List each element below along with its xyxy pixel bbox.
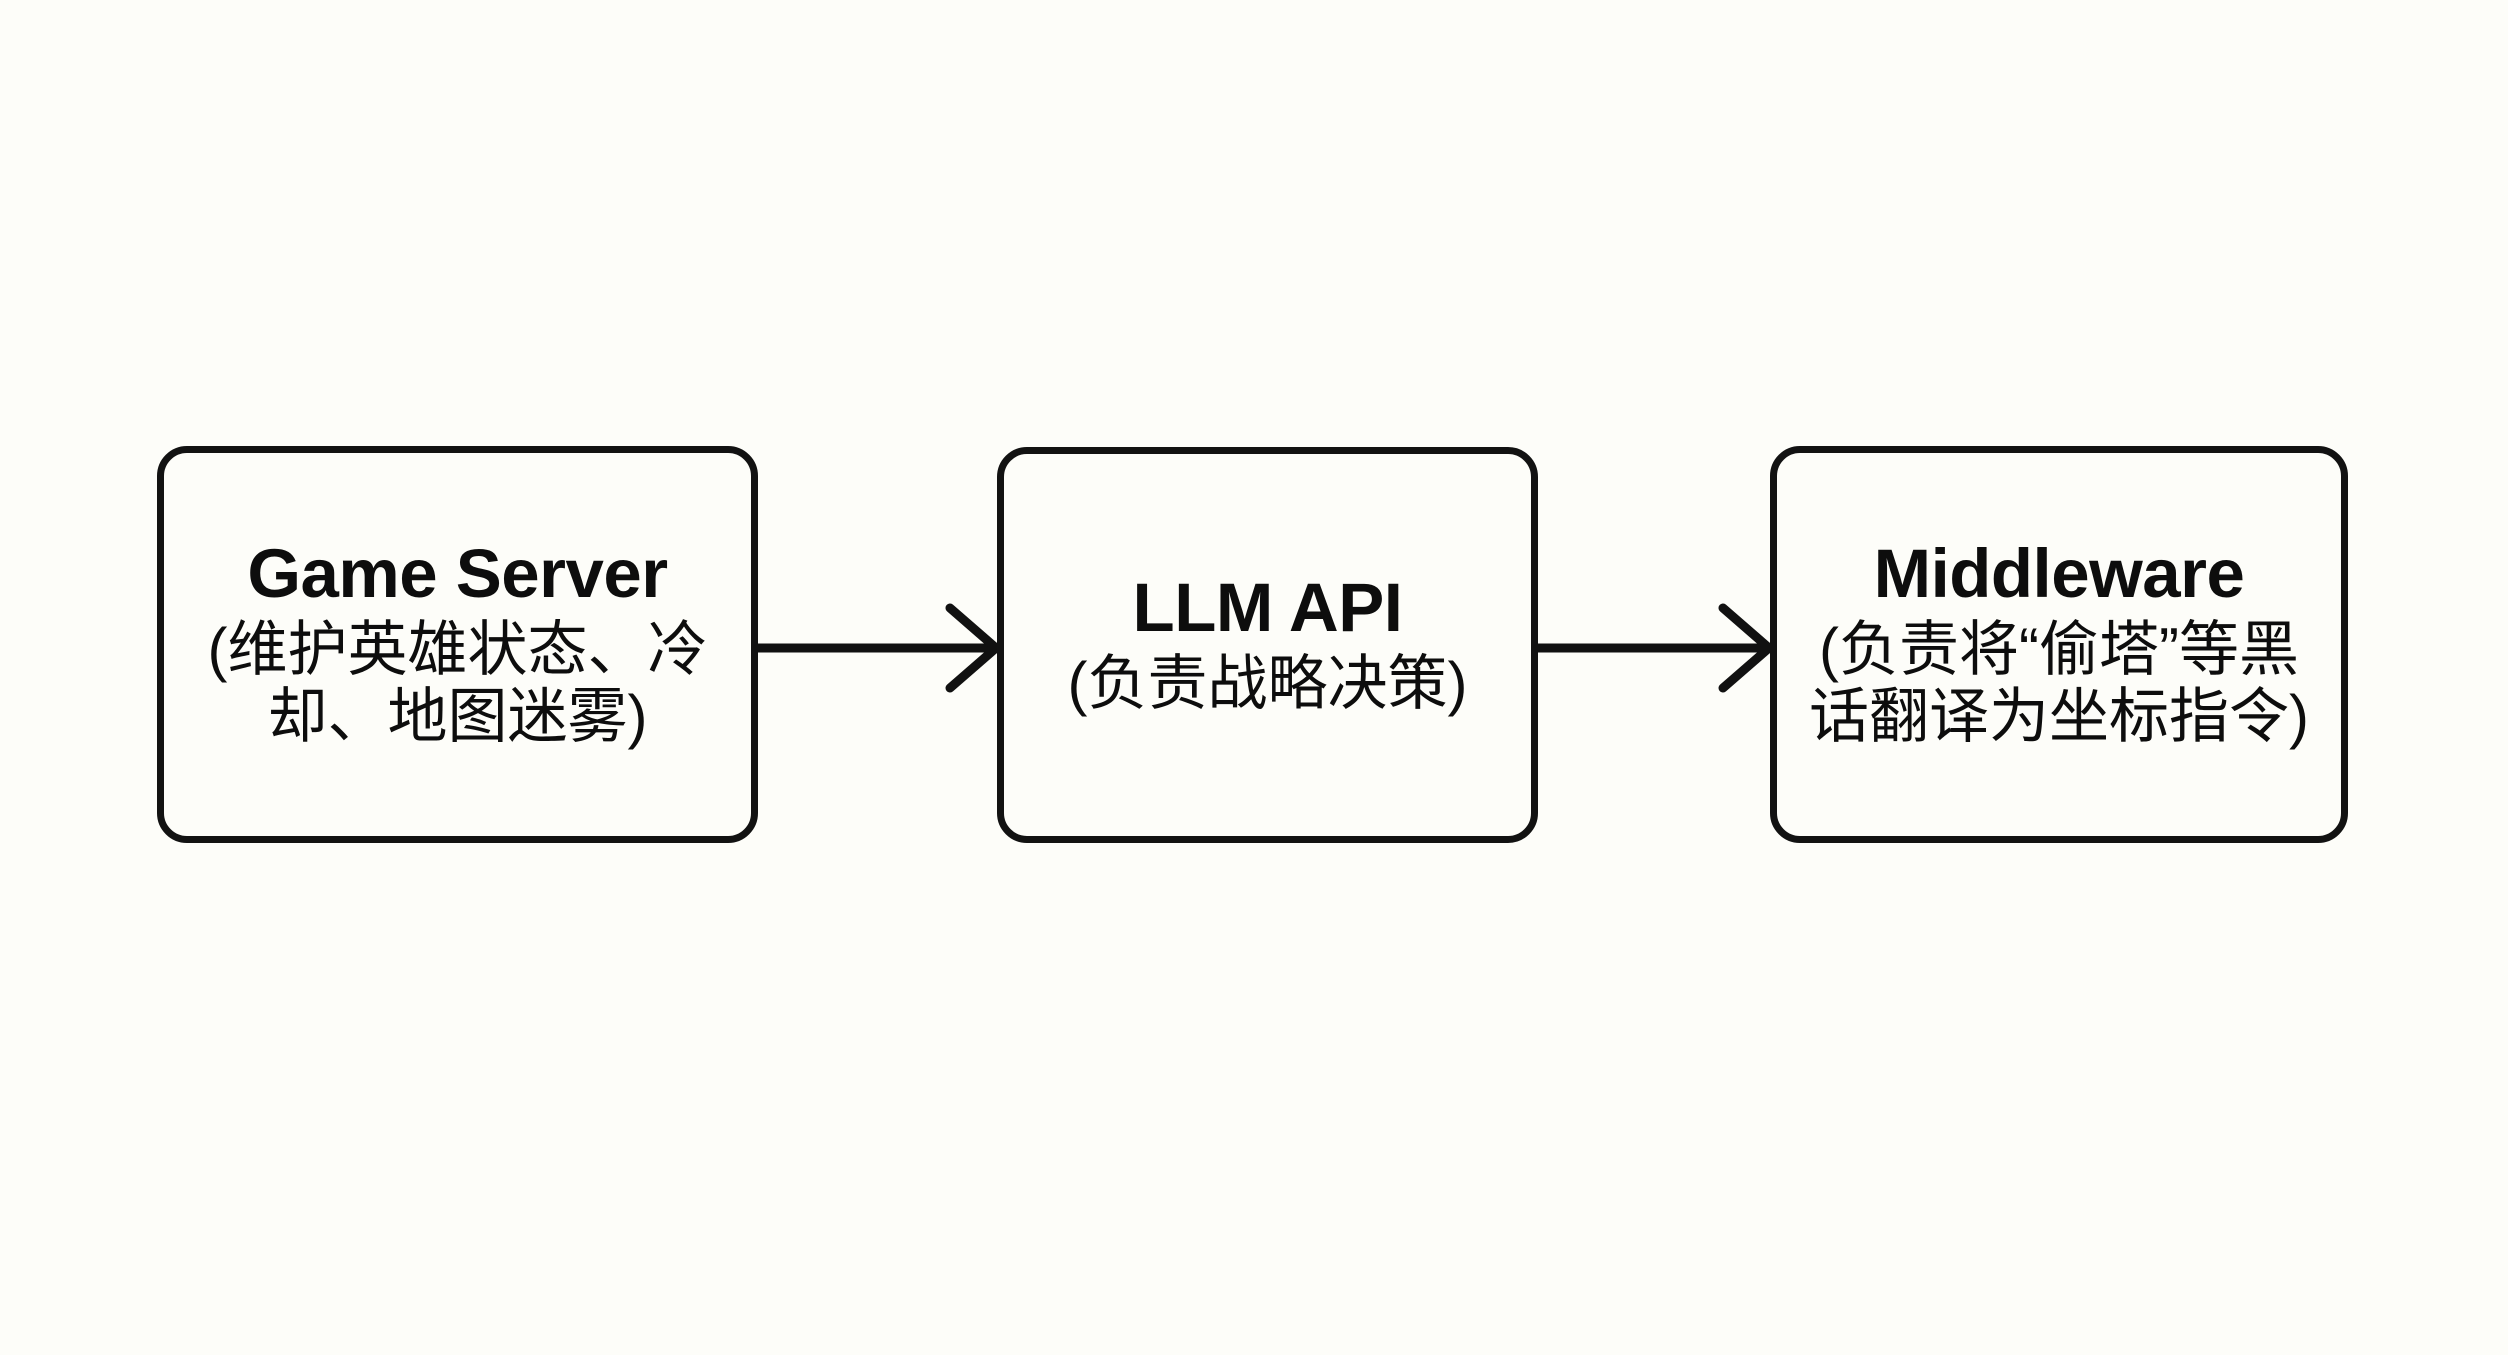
node-game-server-title: Game Server bbox=[247, 535, 668, 613]
node-llm-api-description: (负责战略决策) bbox=[1067, 649, 1468, 717]
node-middleware-description: (负责将“偷塔”等黑话翻译为坐标指令) bbox=[1809, 615, 2309, 750]
arrow-head-icon bbox=[945, 603, 1001, 693]
node-middleware[interactable]: Middleware (负责将“偷塔”等黑话翻译为坐标指令) bbox=[1770, 446, 2348, 843]
node-llm-api[interactable]: LLM API (负责战略决策) bbox=[997, 447, 1538, 843]
node-game-server-description: (维护英雄状态、冷却、地图迷雾) bbox=[207, 615, 708, 750]
arrow-llm-api-to-middleware bbox=[1533, 596, 1775, 706]
arrow-head-icon bbox=[1718, 603, 1774, 693]
node-middleware-title: Middleware bbox=[1873, 535, 2245, 613]
arrow-game-server-to-llm-api bbox=[753, 596, 1002, 706]
node-llm-api-title: LLM API bbox=[1132, 569, 1403, 647]
node-game-server[interactable]: Game Server (维护英雄状态、冷却、地图迷雾) bbox=[157, 446, 758, 843]
